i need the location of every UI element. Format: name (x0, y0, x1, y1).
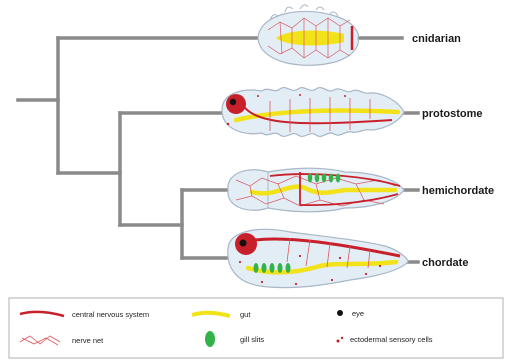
protostome-eye (230, 99, 236, 105)
protostome-brain (226, 94, 246, 114)
legend-box (9, 298, 503, 358)
legend-label-eye: eye (352, 309, 364, 318)
legend-label-cns: central nervous system (72, 310, 149, 319)
legend-item-sensory-cells: ectodermal sensory cells (337, 335, 433, 344)
legend-label-gut: gut (240, 310, 251, 319)
label-cnidarian: cnidarian (412, 33, 461, 45)
legend: central nervous system nerve net gut gil… (9, 298, 503, 358)
eye-icon (337, 310, 343, 316)
phylogenetic-tree (18, 38, 418, 262)
label-hemichordate: hemichordate (422, 185, 494, 197)
hemichordate-illustration (228, 168, 404, 212)
label-chordate: chordate (422, 257, 468, 269)
protostome-illustration (222, 88, 404, 137)
label-protostome: protostome (422, 108, 483, 120)
chordate-illustration (228, 229, 408, 287)
cnidarian-illustration (258, 5, 358, 65)
legend-label-gill-slits: gill slits (240, 335, 264, 344)
legend-label-nerve-net: nerve net (72, 336, 104, 345)
gill-slits-icon (205, 331, 215, 347)
chordate-eye (240, 240, 247, 247)
legend-label-sensory-cells: ectodermal sensory cells (350, 335, 433, 344)
